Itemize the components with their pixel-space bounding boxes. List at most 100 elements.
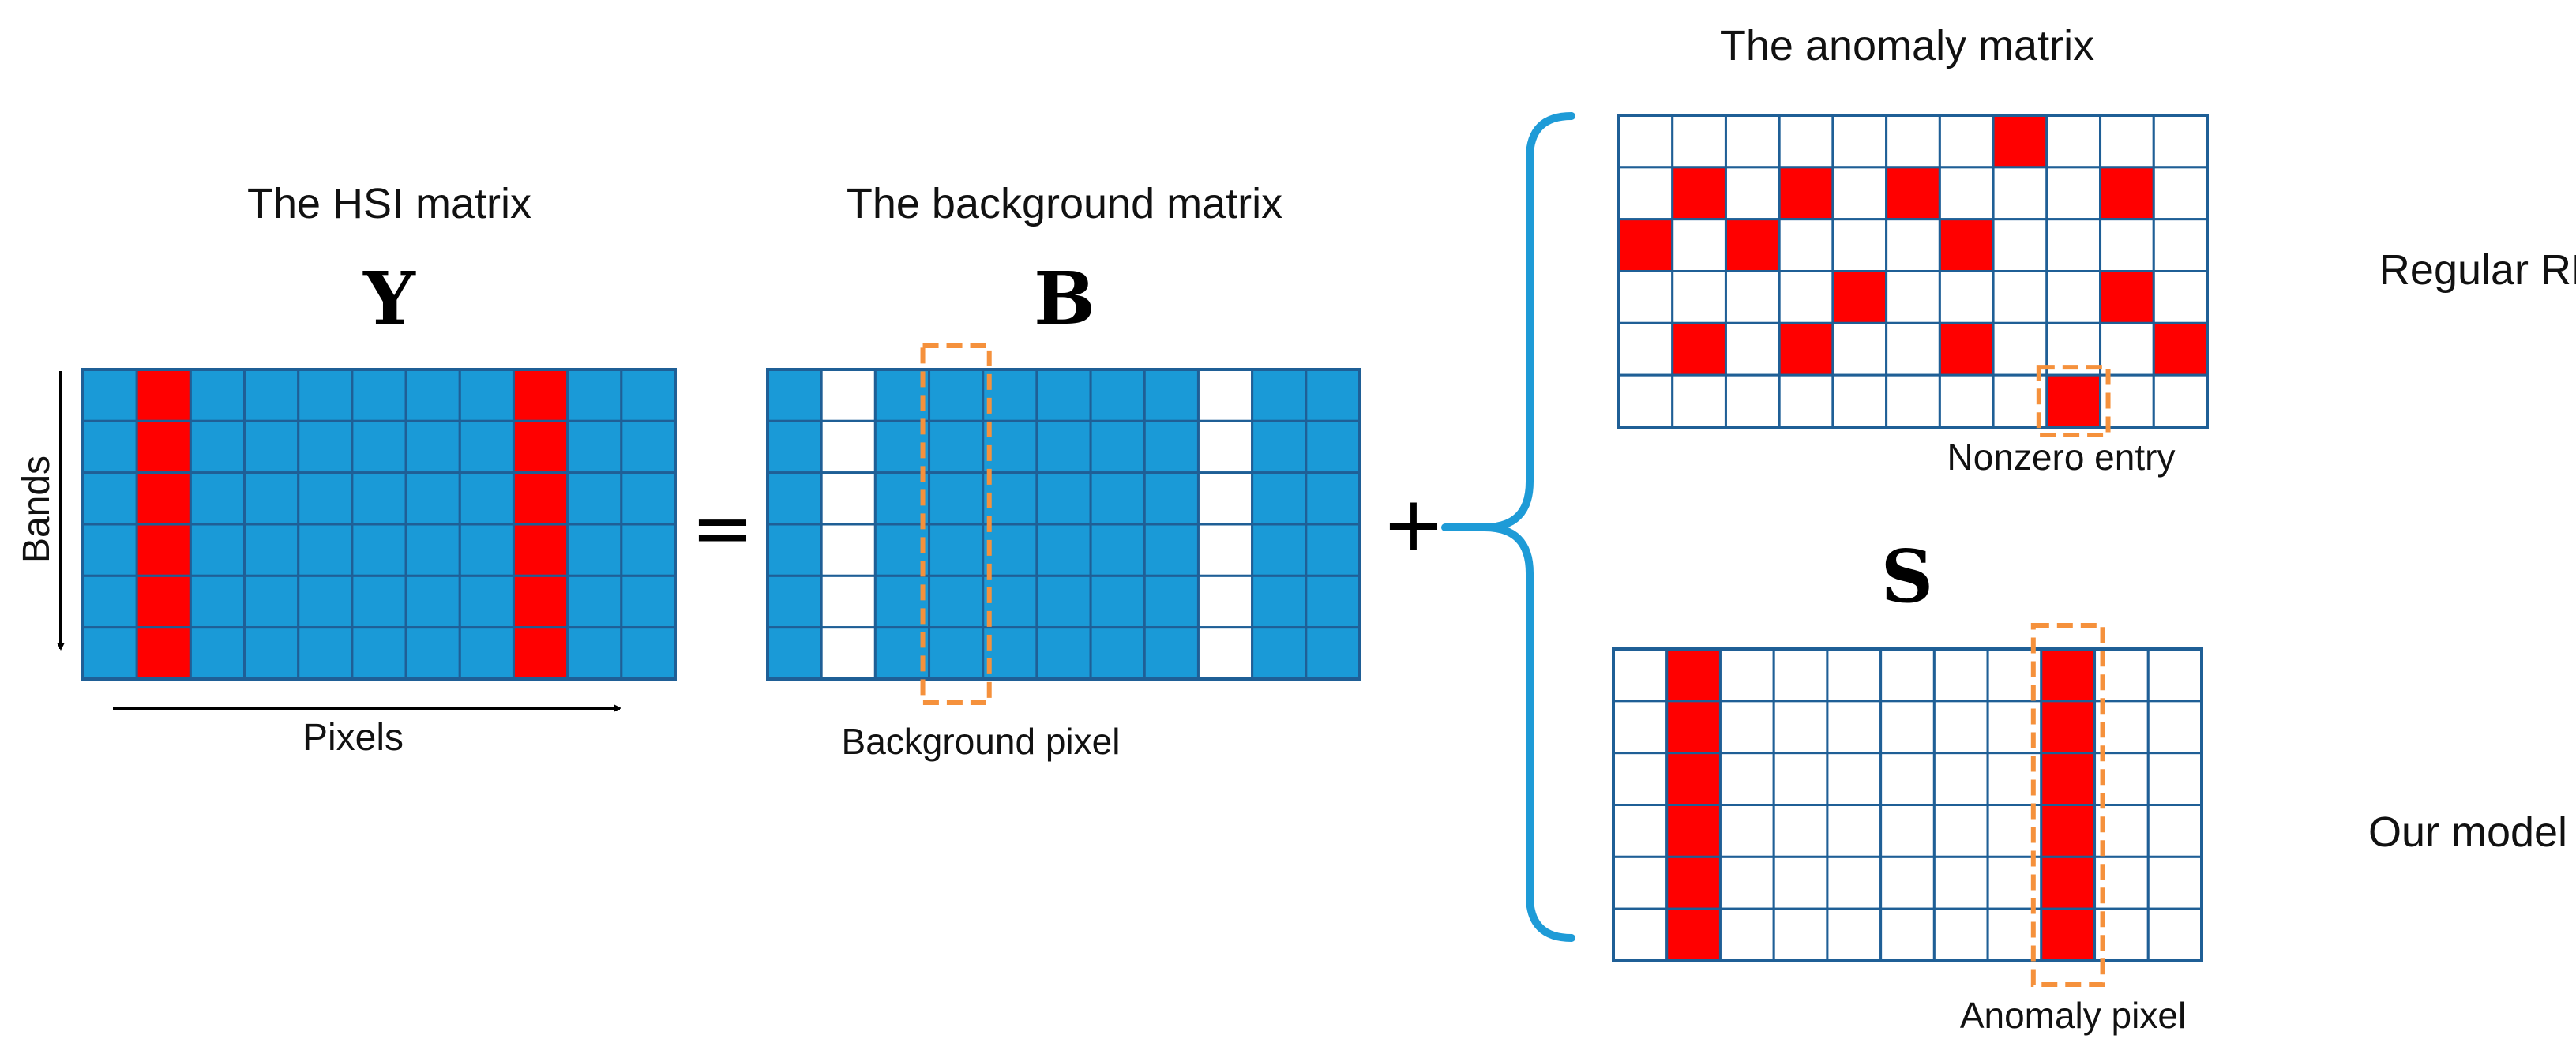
our-model-cell-r4-c3: [1772, 855, 1829, 910]
hsi-cell-r1-c4: [297, 419, 354, 474]
hsi-cell-r2-c2: [189, 471, 246, 526]
background-cell-r3-c6: [1089, 523, 1146, 577]
background-cell-r4-c7: [1143, 574, 1200, 629]
regular-rpca-cell-r0-c10: [2152, 114, 2209, 169]
background-cell-r1-c7: [1143, 419, 1200, 474]
our-model-cell-r3-c1: [1665, 804, 1722, 858]
hsi-cell-r2-c10: [620, 471, 677, 526]
background-cell-r4-c6: [1089, 574, 1146, 629]
background-cell-r5-c8: [1196, 626, 1254, 681]
regular-rpca-cell-r2-c4: [1831, 218, 1888, 272]
background-cell-r2-c9: [1251, 471, 1308, 526]
hsi-cell-r3-c3: [243, 523, 300, 577]
our-model-cell-r0-c3: [1772, 647, 1829, 703]
background-symbol-b: B: [1034, 256, 1095, 341]
background-cell-r3-c1: [820, 523, 877, 577]
our-model-cell-r3-c5: [1879, 804, 1936, 858]
regular-rpca-cell-r1-c3: [1778, 166, 1834, 221]
background-cell-r4-c3: [928, 574, 985, 629]
regular-rpca-cell-r5-c6: [1938, 373, 1995, 429]
hsi-cell-r0-c10: [620, 368, 677, 422]
regular-rpca-cell-r1-c4: [1831, 166, 1888, 221]
background-cell-r3-c7: [1143, 523, 1200, 577]
background-cell-r0-c9: [1251, 368, 1308, 422]
our-model-cell-r2-c4: [1826, 752, 1883, 807]
regular-rpca-cell-r5-c2: [1724, 373, 1781, 429]
hsi-cell-r4-c1: [135, 574, 192, 629]
hsi-cell-r1-c9: [566, 419, 623, 474]
hsi-cell-r0-c0: [81, 368, 138, 422]
background-cell-r2-c10: [1305, 471, 1361, 526]
regular-rpca-cell-r4-c3: [1778, 321, 1834, 377]
background-pixel-label: Background pixel: [842, 721, 1121, 762]
background-cell-r3-c9: [1251, 523, 1308, 577]
anomaly-pixel-label: Anomaly pixel: [1960, 995, 2186, 1036]
background-cell-r5-c7: [1143, 626, 1200, 681]
hsi-cell-r3-c5: [351, 523, 407, 577]
hsi-cell-r0-c1: [135, 368, 192, 422]
background-cell-r2-c7: [1143, 471, 1200, 526]
our-model-cell-r1-c3: [1772, 700, 1829, 755]
hsi-cell-r0-c8: [512, 368, 569, 422]
our-model-cell-r2-c10: [2146, 752, 2203, 807]
our-model-cell-r0-c5: [1879, 647, 1936, 703]
background-cell-r4-c1: [820, 574, 877, 629]
our-model-cell-r5-c0: [1612, 907, 1669, 962]
background-cell-r1-c6: [1089, 419, 1146, 474]
hsi-cell-r2-c5: [351, 471, 407, 526]
background-cell-r1-c10: [1305, 419, 1361, 474]
background-cell-r2-c6: [1089, 471, 1146, 526]
hsi-cell-r3-c10: [620, 523, 677, 577]
regular-rpca-cell-r1-c10: [2152, 166, 2209, 221]
regular-rpca-cell-r3-c1: [1671, 270, 1727, 324]
our-model-cell-r3-c6: [1932, 804, 1989, 858]
our-model-cell-r0-c10: [2146, 647, 2203, 703]
regular-rpca-cell-r5-c0: [1617, 373, 1674, 429]
pixels-axis-label: Pixels: [302, 717, 404, 759]
our-model-cell-r5-c8: [2040, 907, 2097, 962]
regular-rpca-cell-r5-c10: [2152, 373, 2209, 429]
hsi-cell-r5-c3: [243, 626, 300, 681]
regular-rpca-border: [1617, 114, 2209, 429]
hsi-cell-r5-c10: [620, 626, 677, 681]
hsi-cell-r0-c9: [566, 368, 623, 422]
regular-rpca-cell-r5-c3: [1778, 373, 1834, 429]
regular-rpca-cell-r1-c0: [1617, 166, 1674, 221]
regular-rpca-cell-r2-c6: [1938, 218, 1995, 272]
our-model-cell-r0-c8: [2040, 647, 2097, 703]
regular-rpca-cell-r4-c9: [2099, 321, 2155, 377]
regular-rpca-cell-r2-c10: [2152, 218, 2209, 272]
regular-rpca-label: Regular RPCA: [2379, 246, 2576, 294]
regular-rpca-cell-r0-c4: [1831, 114, 1888, 169]
our-model-cell-r1-c0: [1612, 700, 1669, 755]
hsi-cell-r0-c6: [404, 368, 461, 422]
background-cell-r5-c2: [873, 626, 931, 681]
regular-rpca-cell-r2-c7: [1992, 218, 2048, 272]
background-cell-r1-c2: [873, 419, 931, 474]
background-border: [766, 368, 1361, 681]
background-cell-r5-c5: [1035, 626, 1092, 681]
bands-axis-label: Bands: [16, 456, 58, 563]
hsi-cell-r2-c7: [458, 471, 515, 526]
regular-rpca-cell-r3-c10: [2152, 270, 2209, 324]
background-pixel-highlight-box: [920, 343, 992, 705]
regular-rpca-cell-r4-c1: [1671, 321, 1727, 377]
our-model-cell-r2-c8: [2040, 752, 2097, 807]
background-cell-r0-c3: [928, 368, 985, 422]
our-model-cell-r2-c2: [1718, 752, 1775, 807]
background-cell-r4-c9: [1251, 574, 1308, 629]
regular-rpca-cell-r0-c2: [1724, 114, 1781, 169]
regular-rpca-cell-r2-c2: [1724, 218, 1781, 272]
background-cell-r1-c8: [1196, 419, 1254, 474]
our-model-cell-r3-c3: [1772, 804, 1829, 858]
background-cell-r0-c7: [1143, 368, 1200, 422]
hsi-cell-r5-c1: [135, 626, 192, 681]
our-model-cell-r4-c1: [1665, 855, 1722, 910]
our-model-cell-r2-c3: [1772, 752, 1829, 807]
regular-rpca-cell-r0-c9: [2099, 114, 2155, 169]
regular-rpca-cell-r2-c0: [1617, 218, 1674, 272]
background-cell-r5-c10: [1305, 626, 1361, 681]
our-model-cell-r1-c10: [2146, 700, 2203, 755]
regular-rpca-cell-r4-c4: [1831, 321, 1888, 377]
